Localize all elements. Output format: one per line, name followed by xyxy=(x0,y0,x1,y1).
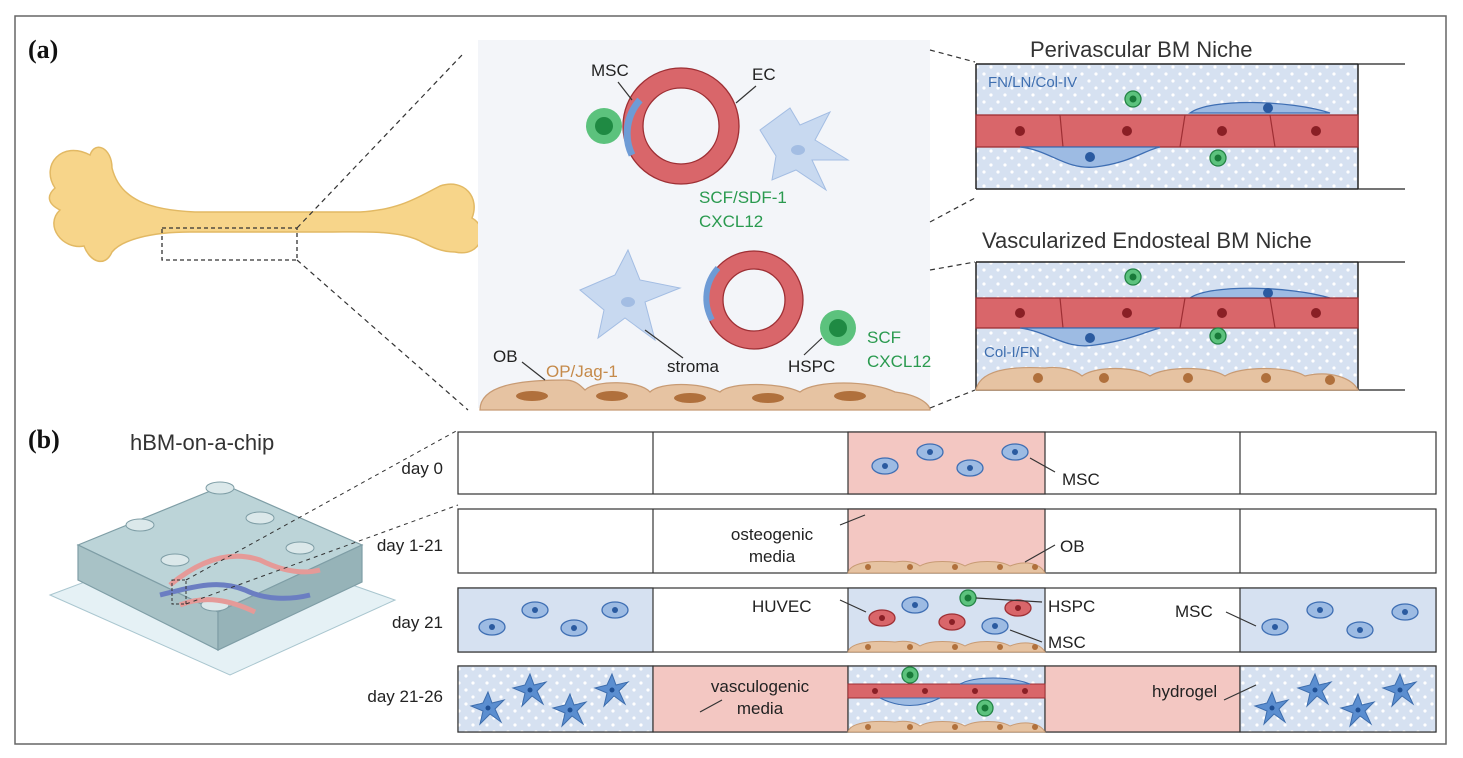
label-ob: OB xyxy=(493,347,518,366)
tl-hydrogel: hydrogel xyxy=(1152,682,1217,701)
timeline-row-day21-26 xyxy=(457,665,1437,733)
tl-ob-day1: OB xyxy=(1060,537,1085,556)
label-msc: MSC xyxy=(591,61,629,80)
tl-hspc-day21: HSPC xyxy=(1048,597,1095,616)
title-chip: hBM-on-a-chip xyxy=(130,430,274,455)
day-label-2: day 21 xyxy=(392,613,443,632)
endosteal-niche xyxy=(975,261,1405,391)
tl-msc-day0: MSC xyxy=(1062,470,1100,489)
chip-illustration xyxy=(48,429,459,676)
vessel-longitudinal xyxy=(975,114,1359,148)
label-ec: EC xyxy=(752,65,776,84)
timeline-row-day1-21 xyxy=(457,508,1437,574)
osteoblast-layer xyxy=(479,379,931,411)
bone-illustration xyxy=(48,54,483,411)
label-op-jag: OP/Jag-1 xyxy=(546,362,618,381)
figure-frame xyxy=(14,15,1447,745)
tl-osteo-2: media xyxy=(749,547,796,566)
label-fn-ln-col: FN/LN/Col-IV xyxy=(988,74,1077,91)
panel-a-label: (a) xyxy=(28,35,58,64)
tl-osteo-1: osteogenic xyxy=(731,525,814,544)
tl-vasc-2: media xyxy=(737,699,784,718)
panel-b-label: (b) xyxy=(28,425,60,454)
perivascular-niche xyxy=(975,63,1405,190)
tl-msc-day21-right: MSC xyxy=(1175,602,1213,621)
day-label-3: day 21-26 xyxy=(367,687,443,706)
label-scf-sdf1: SCF/SDF-1 xyxy=(699,188,787,207)
niche-schematic xyxy=(478,40,931,411)
day-label-0: day 0 xyxy=(401,459,443,478)
timeline-row-day0 xyxy=(457,431,1437,495)
day-label-1: day 1-21 xyxy=(377,536,443,555)
label-scf: SCF xyxy=(867,328,901,347)
label-cxcl12-b: CXCL12 xyxy=(867,352,931,371)
label-col-fn: Col-I/FN xyxy=(984,344,1040,361)
tl-huvec: HUVEC xyxy=(752,597,812,616)
vessel-cross-section xyxy=(623,68,739,184)
msc-on-vessel xyxy=(623,97,643,157)
label-cxcl12: CXCL12 xyxy=(699,212,763,231)
tl-msc-day21-center: MSC xyxy=(1048,633,1086,652)
timeline-row-day21 xyxy=(457,587,1437,653)
bone-zoom-box xyxy=(161,227,298,261)
label-hspc: HSPC xyxy=(788,357,835,376)
tl-vasc-1: vasculogenic xyxy=(711,677,810,696)
label-stroma: stroma xyxy=(667,357,720,376)
title-endosteal: Vascularized Endosteal BM Niche xyxy=(982,228,1312,253)
title-perivascular: Perivascular BM Niche xyxy=(1030,37,1253,62)
